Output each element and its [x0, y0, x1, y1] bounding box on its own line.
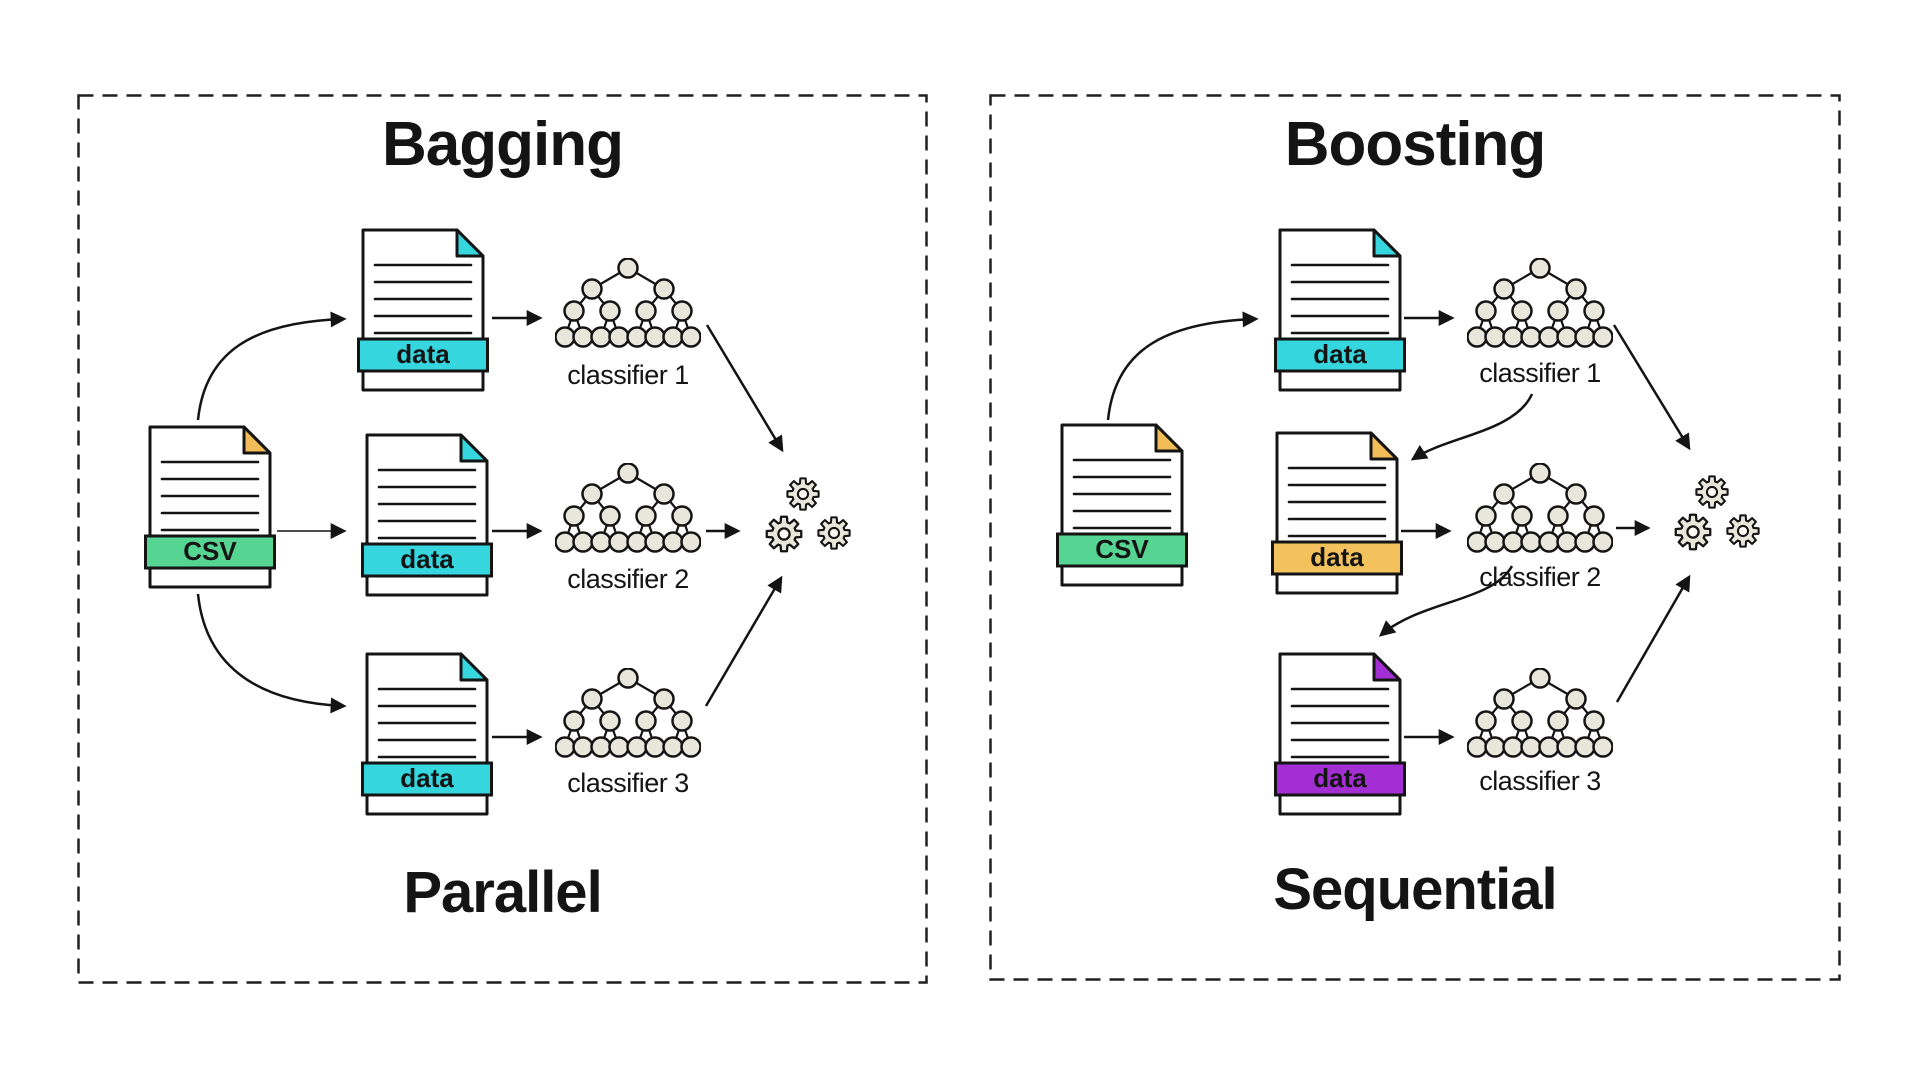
folded-corner-icon [1154, 423, 1184, 453]
file-type-label: CSV [183, 536, 237, 566]
text-lines [373, 263, 473, 335]
panel-title-boosting: Boosting [1284, 110, 1547, 179]
folded-corner-icon [459, 433, 489, 463]
flow-arrow-clf2-to-data3 [1378, 565, 1514, 637]
file-type-band [357, 337, 489, 373]
file-type-band [1274, 337, 1406, 373]
classifier-tree-icon [1467, 668, 1613, 760]
folded-corner-icon [242, 425, 272, 455]
classifier-tree-icon [555, 463, 701, 555]
text-lines [377, 687, 477, 759]
file-type-band [1056, 532, 1188, 568]
file-type-band [1274, 761, 1406, 797]
text-lines [160, 460, 260, 532]
folded-corner-icon [1372, 652, 1402, 682]
classifier-tree-icon [1467, 258, 1613, 350]
file-type-label: data [396, 339, 450, 369]
file-type-band [361, 542, 493, 578]
folded-corner-icon [1369, 431, 1399, 461]
classifier-label: classifier 2 [1479, 562, 1601, 592]
data-document-icon: data [1274, 652, 1406, 816]
text-lines [377, 468, 477, 540]
file-type-label: data [400, 763, 454, 793]
data-document-icon: data [1274, 228, 1406, 392]
flow-arrow-clf1-to-gears [705, 324, 784, 453]
text-lines [1290, 263, 1390, 335]
classifier-tree-icon [555, 258, 701, 350]
flow-arrow-clf1-to-gears [1612, 324, 1691, 451]
flow-arrow-clf3-to-gears [1615, 574, 1691, 703]
file-type-band [1271, 540, 1403, 576]
file-type-label: CSV [1095, 534, 1149, 564]
boosting-panel-border [989, 94, 1841, 981]
data-document-icon: data [361, 652, 493, 816]
folded-corner-icon [459, 652, 489, 682]
file-type-label: data [1313, 763, 1367, 793]
classifier-label: classifier 1 [567, 360, 689, 390]
data-document-icon: data [1271, 431, 1403, 595]
flow-arrow-clf3-to-gears [704, 575, 783, 707]
flow-arrow-clf1-to-data2 [1410, 393, 1534, 461]
flow-arrow-csv-to-data3 [196, 593, 347, 714]
ensemble-gears-icon [1674, 475, 1760, 551]
file-type-label: data [1310, 542, 1364, 572]
panel-mode-parallel: Parallel [403, 860, 602, 926]
classifier-tree-icon [555, 668, 701, 760]
panel-title-bagging: Bagging [382, 110, 624, 179]
panel-mode-sequential: Sequential [1273, 857, 1557, 923]
text-lines [1287, 466, 1387, 538]
file-type-band [361, 761, 493, 797]
file-type-label: data [1313, 339, 1367, 369]
file-type-band [144, 534, 276, 570]
data-document-icon: data [361, 433, 493, 597]
bagging-panel-border [77, 94, 928, 984]
ensemble-gears-icon [765, 477, 851, 553]
text-lines [1290, 687, 1390, 759]
flow-arrow-csv-to-data1 [196, 311, 347, 421]
flow-arrow-csv-to-data1 [1106, 311, 1259, 421]
folded-corner-icon [455, 228, 485, 258]
csv-document-icon: CSV [144, 425, 276, 589]
classifier-label: classifier 2 [567, 564, 689, 594]
boosting-panel: Boosting Sequential [990, 95, 1840, 980]
classifier-label: classifier 1 [1479, 358, 1601, 388]
file-type-label: data [400, 544, 454, 574]
csv-document-icon: CSV [1056, 423, 1188, 587]
classifier-label: classifier 3 [567, 768, 689, 798]
data-document-icon: data [357, 228, 489, 392]
classifier-label: classifier 3 [1479, 766, 1601, 796]
classifier-tree-icon [1467, 463, 1613, 555]
text-lines [1072, 458, 1172, 530]
bagging-panel: Bagging Parallel [78, 95, 927, 983]
folded-corner-icon [1372, 228, 1402, 258]
